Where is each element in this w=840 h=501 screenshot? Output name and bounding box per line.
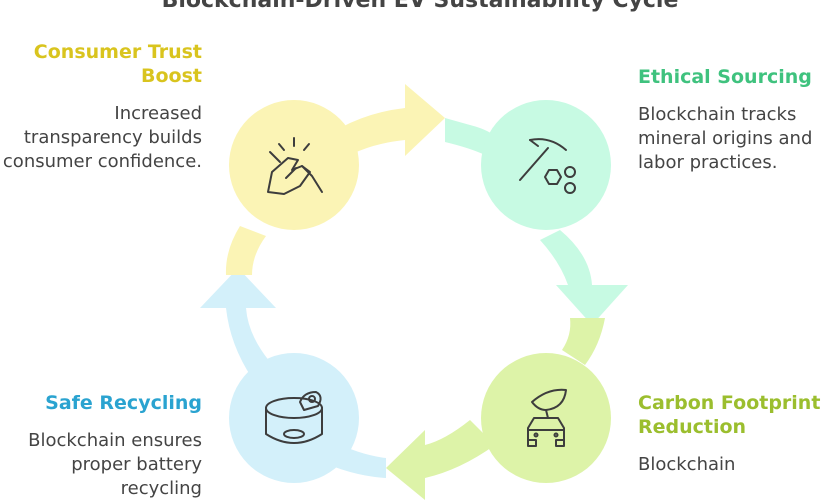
pickaxe-minerals-icon — [519, 138, 576, 194]
handshake-icon — [267, 137, 323, 195]
arrow-carbon-to-recycling — [386, 420, 495, 500]
stage-description: Blockchain ensures proper battery recycl… — [28, 430, 202, 499]
arrow-sourcing-to-carbon — [540, 230, 628, 325]
stage-description: Blockchain — [638, 454, 736, 475]
stage-heading: Safe Recycling — [45, 392, 202, 414]
stage-heading: Carbon Footprint Reduction — [638, 392, 821, 438]
stage-heading: Consumer Trust Boost — [33, 41, 202, 87]
stage-consumer-trust: Consumer Trust Boost Increased transpare… — [2, 40, 202, 174]
diagram-title: Blockchain-Driven EV Sustainability Cycl… — [161, 0, 679, 13]
arrow-recycling-to-trust — [200, 268, 276, 378]
stage-safe-recycling: Safe Recycling Blockchain ensures proper… — [2, 391, 202, 501]
circle-ethical-sourcing — [481, 100, 611, 230]
arrow-trust-to-sourcing — [340, 84, 445, 156]
stage-ethical-sourcing: Ethical Sourcing Blockchain tracks miner… — [638, 65, 838, 175]
stage-description: Increased transparency builds consumer c… — [2, 103, 202, 172]
stage-heading: Ethical Sourcing — [638, 66, 812, 88]
band-lime — [562, 318, 605, 365]
stage-description: Blockchain tracks mineral origins and la… — [638, 104, 813, 173]
band-yellow — [225, 226, 266, 275]
car-leaf-icon — [527, 388, 567, 447]
stage-carbon-reduction: Carbon Footprint Reduction Blockchain — [638, 391, 838, 477]
recycle-can-icon — [265, 391, 323, 444]
